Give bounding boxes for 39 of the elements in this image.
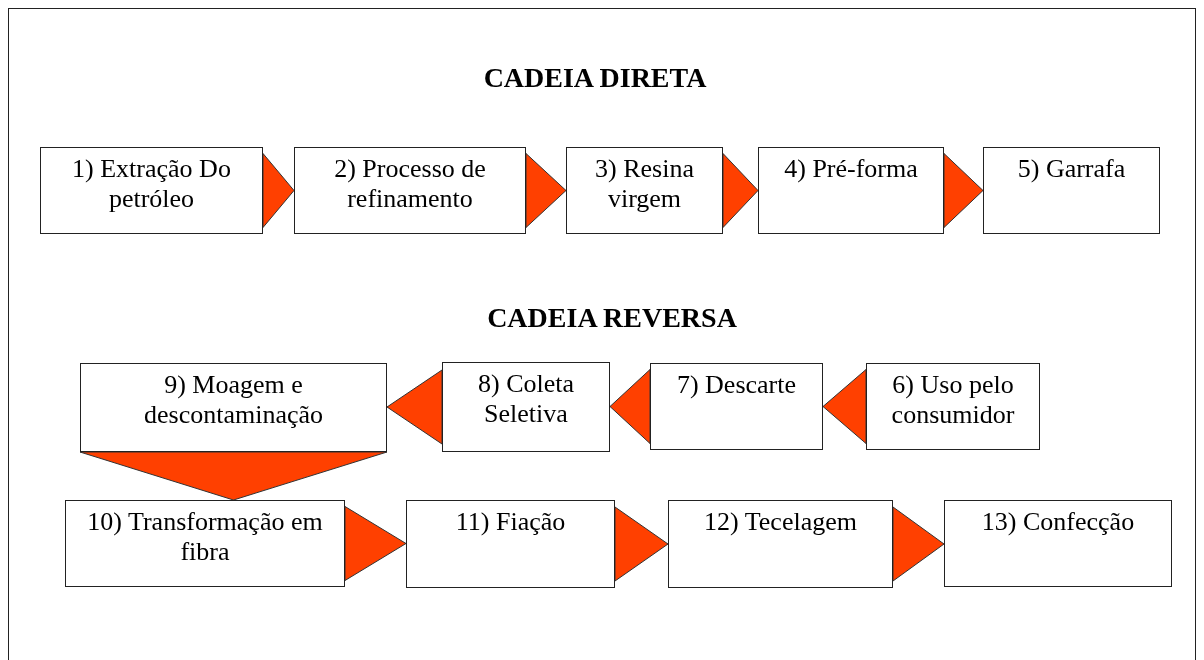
section-heading: CADEIA DIRETA	[483, 64, 707, 92]
box-label: 1) Extração Do petróleo	[71, 154, 232, 214]
process-box	[80, 363, 387, 452]
process-box	[294, 147, 526, 234]
box-label: 3) Resina virgem	[594, 154, 695, 214]
box-label: 4) Pré-forma	[784, 154, 918, 184]
arrow	[722, 153, 759, 228]
process-box	[40, 147, 263, 234]
process-box	[406, 500, 615, 588]
box-label: 13) Confecção	[981, 507, 1135, 537]
box-label: 9) Moagem e descontaminação	[143, 370, 324, 430]
process-box	[944, 500, 1172, 587]
arrow	[943, 153, 984, 228]
process-box	[442, 362, 610, 452]
box-label: 11) Fiação	[455, 507, 566, 537]
box-label: 12) Tecelagem	[704, 507, 857, 537]
process-box	[668, 500, 893, 588]
box-label: 2) Processo de refinamento	[333, 154, 487, 214]
box-label: 10) Transformação em fibra	[86, 507, 324, 567]
arrow	[79, 451, 388, 501]
box-label: 8) Coleta Seletiva	[477, 369, 575, 429]
box-label: 5) Garrafa	[1017, 154, 1126, 184]
arrow	[525, 153, 567, 228]
arrow	[386, 369, 443, 445]
arrow	[614, 506, 669, 582]
arrow	[822, 369, 867, 444]
box-label: 6) Uso pelo consumidor	[890, 370, 1016, 430]
arrow	[344, 506, 407, 581]
process-box	[758, 147, 944, 234]
arrow	[892, 506, 945, 582]
process-box	[65, 500, 345, 587]
arrow	[609, 369, 651, 444]
process-box	[566, 147, 723, 234]
process-box	[866, 363, 1040, 450]
process-box	[983, 147, 1160, 234]
section-heading: CADEIA REVERSA	[487, 304, 737, 332]
process-box	[650, 363, 823, 450]
box-label: 7) Descarte	[676, 370, 797, 400]
arrow	[262, 153, 295, 228]
